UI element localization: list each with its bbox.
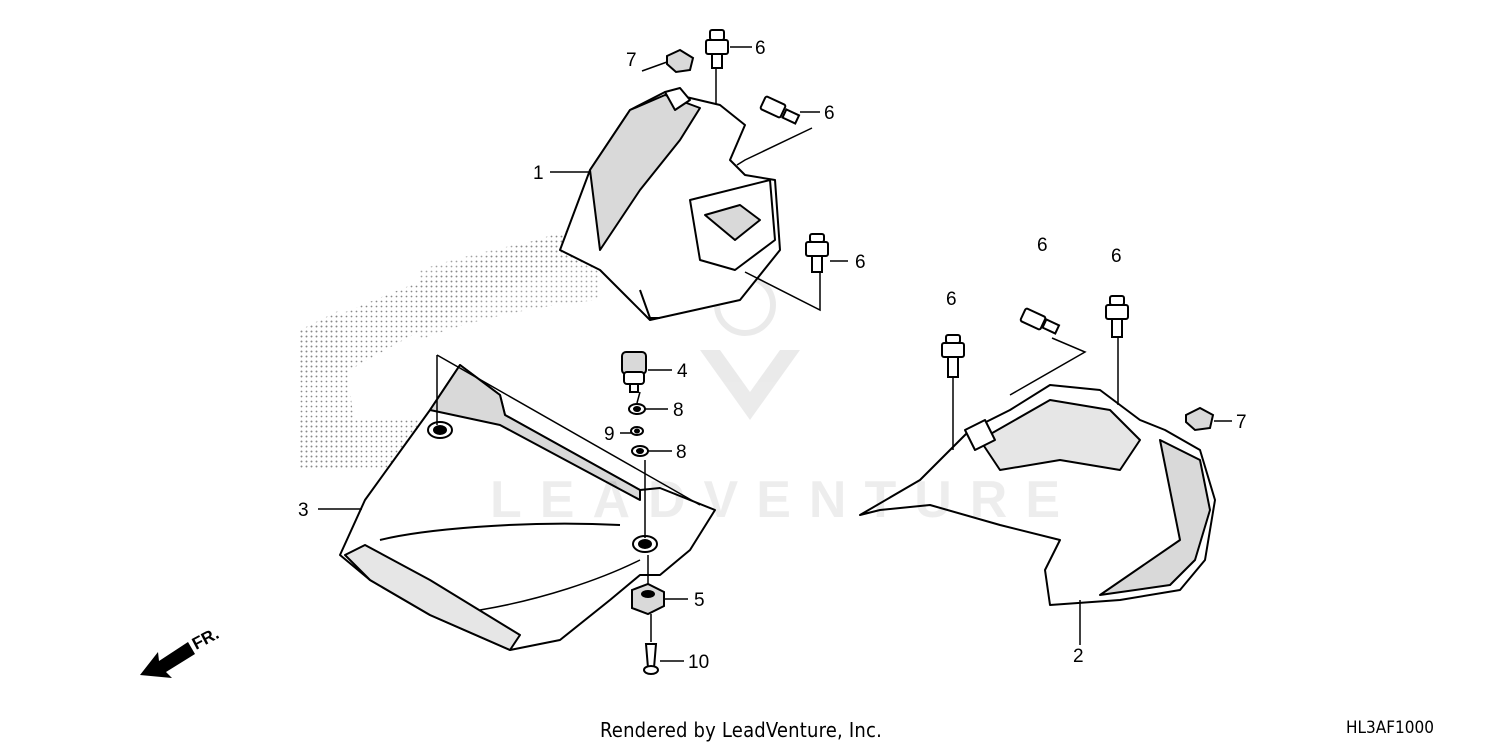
grommet-left bbox=[427, 421, 453, 439]
callout-8b: 8 bbox=[676, 442, 687, 463]
part-2-side-cover bbox=[859, 384, 1216, 606]
bolt-icon-6b bbox=[759, 95, 801, 125]
diagram-code: HL3AF1000 bbox=[1346, 718, 1434, 738]
direction-label: FR. bbox=[189, 624, 222, 654]
callout-7b: 7 bbox=[1236, 412, 1247, 433]
callout-7a: 7 bbox=[626, 50, 637, 71]
clip-icon-7b bbox=[1185, 406, 1215, 432]
bolt-icon-6c bbox=[805, 233, 829, 273]
callout-9: 9 bbox=[604, 424, 615, 445]
callout-6a: 6 bbox=[755, 38, 766, 59]
screw-icon-10 bbox=[643, 643, 659, 675]
callout-3: 3 bbox=[298, 500, 309, 521]
watermark-label: LEADVENTURE bbox=[490, 471, 1079, 529]
part-1-front-cover-upper bbox=[559, 87, 781, 321]
nut-icon-5 bbox=[631, 582, 665, 616]
leader-lines bbox=[318, 46, 1232, 662]
callout-8a: 8 bbox=[673, 400, 684, 421]
footer-credit: Rendered by LeadVenture, Inc. bbox=[600, 718, 882, 742]
callout-6f: 6 bbox=[1111, 246, 1122, 267]
cap-icon-4 bbox=[621, 351, 647, 393]
callout-6d: 6 bbox=[946, 289, 957, 310]
callout-1: 1 bbox=[533, 163, 544, 184]
callout-labels: 1 2 3 4 5 6 6 6 6 6 6 7 7 8 8 9 10 bbox=[298, 38, 1247, 673]
clip-icon-7a bbox=[666, 48, 695, 74]
front-direction-arrow-icon bbox=[140, 642, 195, 678]
callout-4: 4 bbox=[677, 361, 688, 382]
washer-icon-8b bbox=[631, 445, 649, 457]
bolt-icon-6e bbox=[1019, 307, 1061, 335]
callout-5: 5 bbox=[694, 590, 705, 611]
callout-6b: 6 bbox=[824, 103, 835, 124]
washer-icon-8a bbox=[628, 403, 646, 415]
stippled-phantom-region bbox=[300, 220, 620, 470]
callout-10: 10 bbox=[688, 652, 709, 673]
callout-2: 2 bbox=[1073, 646, 1084, 667]
callout-6c: 6 bbox=[855, 252, 866, 273]
callout-6e: 6 bbox=[1037, 235, 1048, 256]
bolt-icon-6a bbox=[705, 29, 729, 69]
bolt-icon-6d bbox=[941, 334, 965, 378]
bolt-icon-6f bbox=[1105, 295, 1129, 338]
grommet-right bbox=[632, 535, 658, 553]
watermark-text: LEADVENTURE bbox=[490, 470, 1078, 530]
washer-icon-9 bbox=[630, 426, 644, 436]
